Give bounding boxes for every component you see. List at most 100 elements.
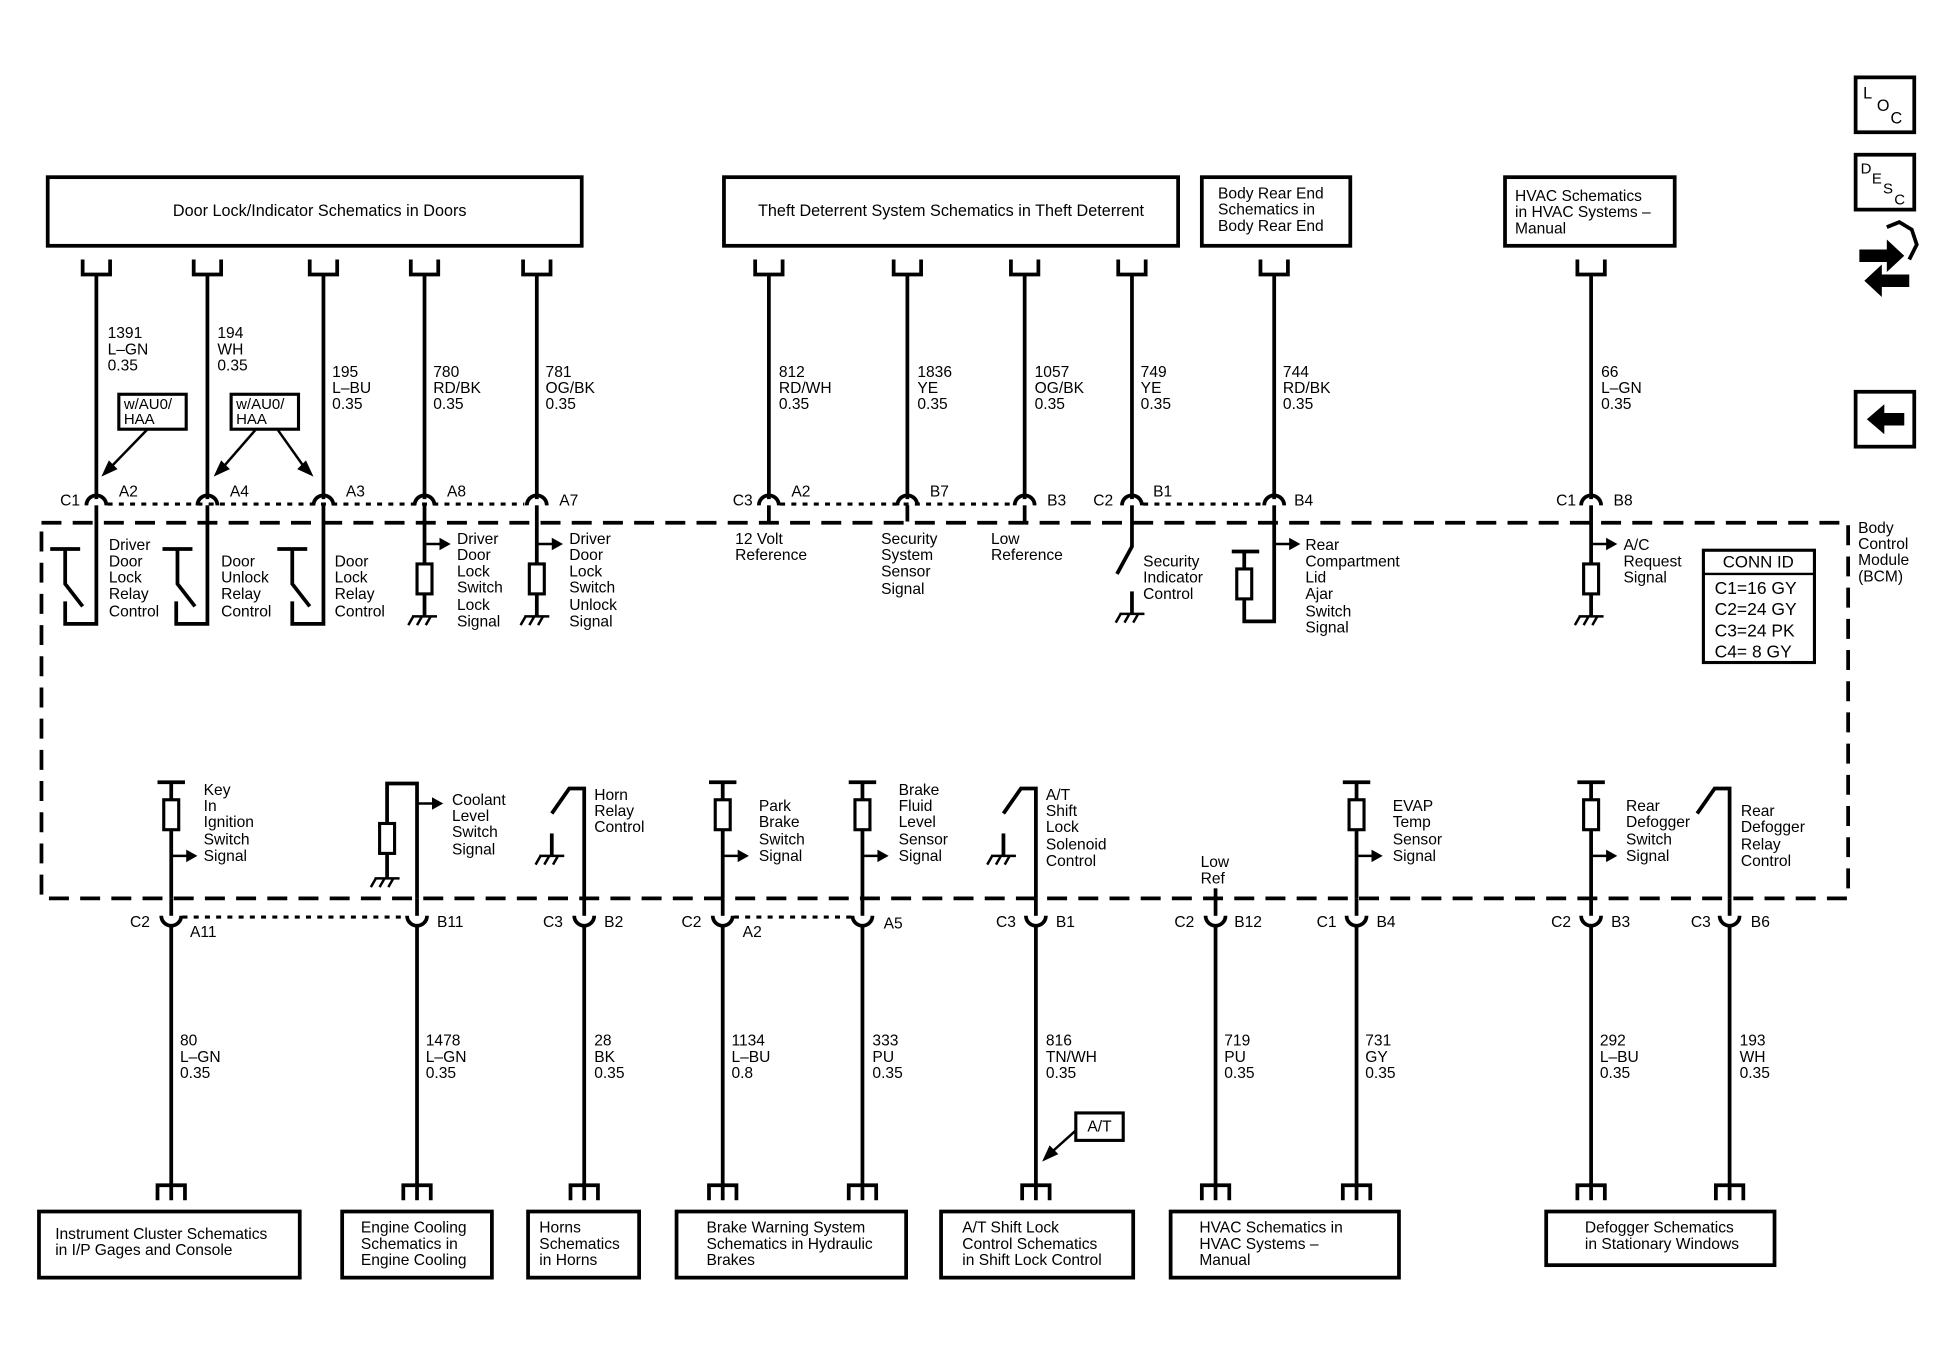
svg-text:Lock: Lock xyxy=(335,570,368,587)
circuit-label: 0.35 xyxy=(1740,1065,1771,1082)
door-lock-schematic-link[interactable]: Door Lock/Indicator Schematics in Doors xyxy=(45,175,584,248)
svg-text:Security: Security xyxy=(881,531,937,548)
svg-text:Horns: Horns xyxy=(539,1220,581,1237)
connector-label: C1 xyxy=(1317,914,1337,931)
loc-letter: L xyxy=(1863,85,1872,103)
circuit-label: 193 xyxy=(1740,1033,1766,1050)
circuit-label: 0.8 xyxy=(731,1065,753,1082)
brake-warning-schematic-link[interactable]: Brake Warning System Schematics in Hydra… xyxy=(674,1209,908,1280)
svg-text:(BCM): (BCM) xyxy=(1858,568,1903,585)
svg-text:Solenoid: Solenoid xyxy=(1046,837,1107,854)
bcm-module-label: Body Control Module (BCM) xyxy=(1858,520,1909,586)
svg-text:Relay: Relay xyxy=(109,586,149,603)
pin-label: A5 xyxy=(884,915,903,932)
circuit-label: YE xyxy=(917,380,938,397)
svg-text:System: System xyxy=(881,547,933,564)
svg-text:Switch: Switch xyxy=(759,832,805,849)
svg-text:Lock: Lock xyxy=(1046,819,1079,836)
circuit-label: 0.35 xyxy=(332,396,363,413)
loc-letter: C xyxy=(1891,110,1903,128)
svg-text:Ref: Ref xyxy=(1201,870,1226,887)
top-pin-labels: C1 A2 A4 A3 A8 A7 C3 A2 B7 B3 C2 B1 B4 C… xyxy=(60,484,1632,510)
svg-text:Unlock: Unlock xyxy=(221,570,269,587)
circuit-label: 816 xyxy=(1046,1033,1072,1050)
pin-label: A11 xyxy=(190,924,217,941)
door-lock-box-label: Door Lock/Indicator Schematics in Doors xyxy=(173,202,467,220)
svg-text:Door: Door xyxy=(221,553,255,570)
svg-text:Lock: Lock xyxy=(569,563,602,580)
svg-text:Signal: Signal xyxy=(1393,848,1436,865)
svg-text:Switch: Switch xyxy=(1626,832,1672,849)
engine-cooling-schematic-link[interactable]: Engine Cooling Schematics in Engine Cool… xyxy=(340,1209,494,1280)
desc-button[interactable]: D E S C xyxy=(1853,152,1917,212)
pin-label: B11 xyxy=(437,914,464,931)
horns-schematic-link[interactable]: Horns Schematics in Horns xyxy=(526,1209,641,1280)
svg-text:12 Volt: 12 Volt xyxy=(735,531,783,548)
connector-label: C3 xyxy=(733,492,753,509)
svg-text:Door: Door xyxy=(335,553,369,570)
circuit-label: 80 xyxy=(180,1033,198,1050)
bottom-function-labels: Key In Ignition Switch Signal Coolant Le… xyxy=(204,782,1805,888)
svg-text:Brakes: Brakes xyxy=(706,1252,755,1269)
circuit-label: 0.35 xyxy=(1141,396,1172,413)
svg-text:Ajar: Ajar xyxy=(1305,586,1333,603)
svg-text:Instrument Cluster Schematics: Instrument Cluster Schematics xyxy=(55,1226,267,1243)
svg-text:Switch: Switch xyxy=(457,580,503,597)
hvac-top-schematic-link[interactable]: HVAC Schematics in HVAC Systems – Manual xyxy=(1503,175,1677,248)
pin-label: B7 xyxy=(930,484,949,501)
conn-id-row: C4= 8 GY xyxy=(1715,642,1792,662)
svg-text:HVAC Systems –: HVAC Systems – xyxy=(1199,1236,1319,1253)
circuit-label: L–GN xyxy=(1601,380,1642,397)
connector-icon[interactable] xyxy=(1859,220,1919,297)
shift-lock-schematic-link[interactable]: A/T Shift Lock Control Schematics in Shi… xyxy=(939,1209,1136,1280)
body-rear-line: Body Rear End xyxy=(1218,185,1324,202)
circuit-label: 292 xyxy=(1600,1033,1626,1050)
circuit-label: PU xyxy=(872,1049,894,1066)
svg-text:A/T Shift Lock: A/T Shift Lock xyxy=(962,1220,1059,1237)
svg-text:Door: Door xyxy=(569,547,603,564)
option-label: w/AU0/ xyxy=(235,396,285,413)
hvac-top-line: Manual xyxy=(1515,220,1566,237)
svg-text:Defogger: Defogger xyxy=(1626,814,1690,831)
svg-text:Sensor: Sensor xyxy=(1393,832,1442,849)
circuit-label: 0.35 xyxy=(180,1065,211,1082)
body-rear-end-schematic-link[interactable]: Body Rear End Schematics in Body Rear En… xyxy=(1199,175,1353,248)
instrument-cluster-schematic-link[interactable]: Instrument Cluster Schematics in I/P Gag… xyxy=(37,1209,302,1280)
svg-text:Control Schematics: Control Schematics xyxy=(962,1236,1097,1253)
circuit-label: 0.35 xyxy=(433,396,464,413)
circuit-label: 731 xyxy=(1365,1033,1391,1050)
circuit-label: L–GN xyxy=(180,1049,221,1066)
bottom-wires xyxy=(155,925,1746,1201)
svg-text:Brake Warning System: Brake Warning System xyxy=(706,1220,865,1237)
circuit-label: 1478 xyxy=(426,1033,461,1050)
svg-text:Driver: Driver xyxy=(457,531,499,548)
bottom-circuit-labels: 80 L–GN 0.35 1478 L–GN 0.35 28 BK 0.35 1… xyxy=(180,1033,1770,1082)
svg-text:Control: Control xyxy=(594,819,644,836)
loc-letter: O xyxy=(1877,97,1890,115)
svg-text:Schematics in Hydraulic: Schematics in Hydraulic xyxy=(706,1236,872,1253)
hvac-bottom-schematic-link[interactable]: HVAC Schematics in HVAC Systems – Manual xyxy=(1168,1209,1401,1280)
pin-label: B1 xyxy=(1056,914,1075,931)
circuit-label: 0.35 xyxy=(1601,396,1632,413)
svg-text:in Shift Lock Control: in Shift Lock Control xyxy=(962,1252,1101,1269)
theft-deterrent-schematic-link[interactable]: Theft Deterrent System Schematics in The… xyxy=(722,175,1180,248)
back-arrow-icon[interactable] xyxy=(1853,389,1917,449)
svg-text:Module: Module xyxy=(1858,552,1909,569)
svg-text:Level: Level xyxy=(899,814,936,831)
svg-text:Reference: Reference xyxy=(991,547,1063,564)
connector-label: C3 xyxy=(1691,914,1711,931)
body-rear-line: Schematics in xyxy=(1218,202,1315,219)
connector-label: C1 xyxy=(1556,492,1576,509)
theft-box-label: Theft Deterrent System Schematics in The… xyxy=(758,202,1145,220)
circuit-label: 0.35 xyxy=(546,396,577,413)
svg-text:Signal: Signal xyxy=(759,848,802,865)
top-connector-pins xyxy=(84,493,1603,522)
defogger-schematic-link[interactable]: Defogger Schematics in Stationary Window… xyxy=(1544,1209,1777,1268)
loc-button[interactable]: L O C xyxy=(1853,75,1917,135)
hvac-top-line: HVAC Schematics xyxy=(1515,188,1642,205)
circuit-label: RD/WH xyxy=(779,380,832,397)
svg-text:Signal: Signal xyxy=(881,581,924,598)
circuit-label: L–BU xyxy=(1600,1049,1639,1066)
svg-text:Brake: Brake xyxy=(759,814,800,831)
circuit-label: 0.35 xyxy=(426,1065,457,1082)
